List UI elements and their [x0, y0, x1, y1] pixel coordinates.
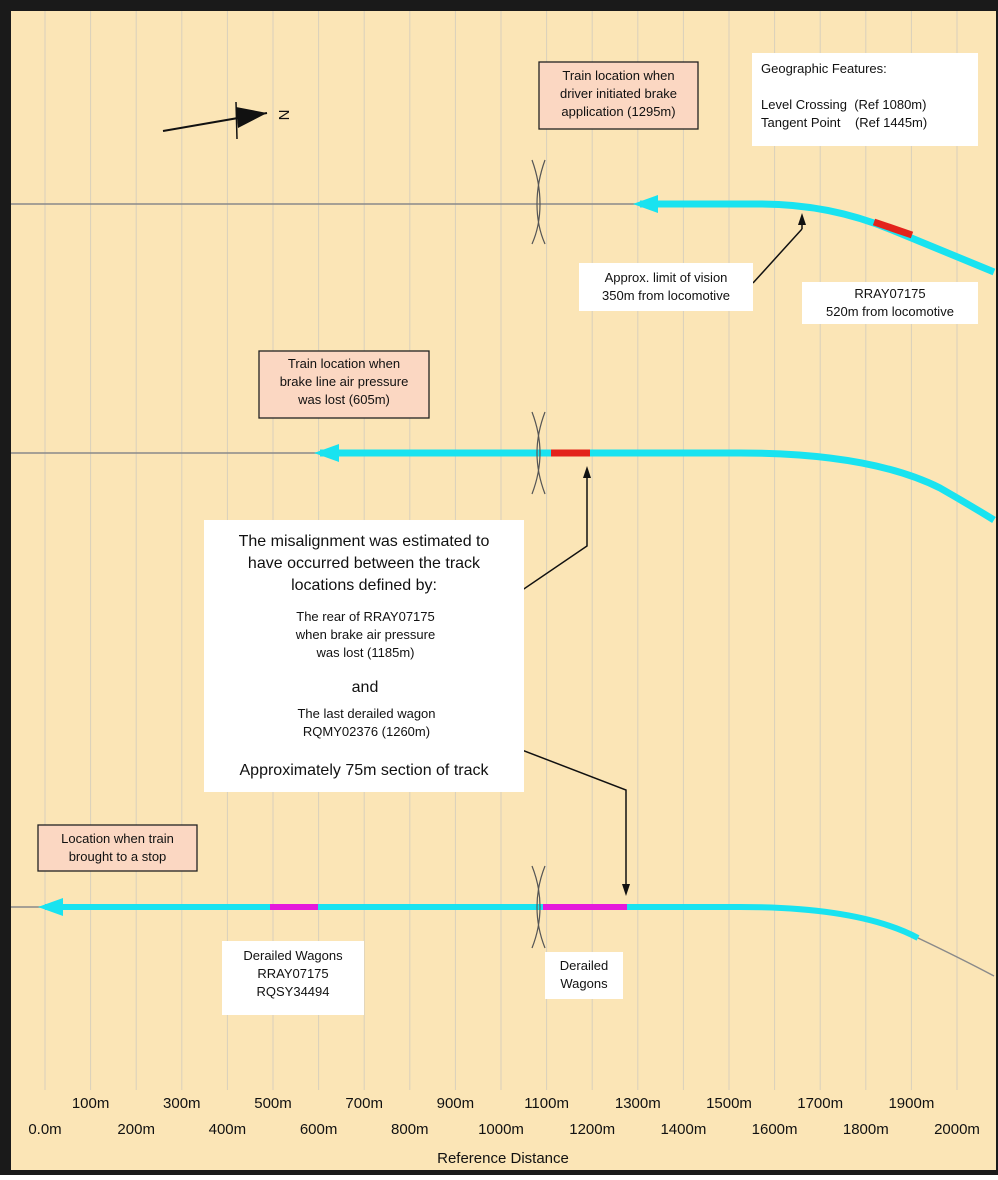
train-head-arrow-top — [633, 195, 658, 213]
derailed-left-label: Derailed Wagons RRAY07175 RQSY34494 — [222, 941, 364, 1015]
vision-limit-leader — [752, 228, 803, 284]
geographic-features-frame — [752, 53, 978, 146]
last-derailed-box — [272, 701, 461, 747]
callout-air-lost-line-3: was lost (605m) — [297, 392, 390, 407]
north-arrow-crossbar — [235, 101, 238, 140]
vision-limit-line-1: Approx. limit of vision — [605, 270, 728, 285]
upper-tick-label: 1100m — [524, 1095, 569, 1112]
level-crossing-bracket-bottom-left — [531, 865, 541, 949]
upper-tick-label: 1300m — [615, 1095, 661, 1112]
rray-top-box — [802, 282, 978, 324]
derailed-right-line-1: Derailed — [560, 958, 608, 973]
callout-air-lost-box — [258, 350, 430, 419]
misalignment-panel: The misalignment was estimated to have o… — [204, 466, 630, 896]
lower-tick-label: 200m — [117, 1121, 155, 1138]
upper-tick-label: 1900m — [888, 1095, 934, 1112]
upper-tick-label: 900m — [437, 1095, 475, 1112]
level-crossing-bracket-top-left — [531, 159, 541, 245]
rray-top-line-1: RRAY07175 — [854, 286, 925, 301]
rear-leader-arrowhead — [583, 466, 591, 478]
level-crossing-bracket-top-right — [536, 159, 546, 245]
callout-stopped-line-1: Location when train — [61, 831, 174, 846]
rray-top-label: RRAY07175 520m from locomotive — [802, 282, 978, 324]
track-bottom — [11, 865, 995, 977]
train-body-bottom — [45, 904, 920, 941]
lower-tick-label: 1200m — [569, 1121, 615, 1138]
upper-tick-label: 100m — [72, 1095, 110, 1112]
wagon-rray07175-top — [872, 218, 914, 239]
vision-limit-box — [579, 263, 753, 311]
callout-brake-initiated-line-2: driver initiated brake — [560, 86, 677, 101]
upper-tick-label: 500m — [254, 1095, 292, 1112]
level-crossing-bracket-middle-right — [536, 411, 546, 495]
track-top — [11, 159, 996, 276]
misalignment-intro-line-1: The misalignment was estimated to — [239, 533, 490, 550]
train-head-arrow-bottom — [38, 898, 63, 916]
callout-brake-initiated-line-3: application (1295m) — [561, 104, 675, 119]
rear-of-rray-box — [270, 604, 461, 669]
vision-limit-arrowhead — [798, 213, 806, 225]
lower-tick-label: 1800m — [843, 1121, 889, 1138]
rear-of-rray-line-2: when brake air pressure — [295, 627, 435, 642]
axis-title: Reference Distance — [437, 1150, 569, 1167]
callout-stopped-box — [37, 824, 198, 872]
lower-tick-label: 0.0m — [28, 1121, 61, 1138]
misalignment-intro-line-3: locations defined by: — [291, 577, 437, 594]
train-head-arrow-middle — [314, 444, 339, 462]
vision-limit-label: Approx. limit of vision 350m from locomo… — [579, 213, 806, 311]
track-middle — [11, 411, 996, 523]
callout-stopped: Location when train brought to a stop — [37, 824, 198, 872]
callout-stopped-line-2: brought to a stop — [69, 849, 167, 864]
derailed-right-box — [545, 952, 623, 999]
geographic-features-title: Geographic Features: — [761, 61, 887, 76]
rear-of-rray-line-1: The rear of RRAY07175 — [296, 609, 435, 624]
callout-brake-initiated-box — [538, 61, 699, 130]
north-arrow-head — [236, 107, 267, 128]
misalignment-intro-line-2: have occurred between the track — [248, 555, 481, 572]
upper-tick-label: 700m — [345, 1095, 383, 1112]
geographic-features-box: Geographic Features: Level Crossing (Ref… — [752, 53, 978, 146]
lower-tick-label: 600m — [300, 1121, 338, 1138]
train-body-middle — [320, 449, 996, 523]
derailed-right-line-2: Wagons — [560, 976, 608, 991]
level-crossing-bracket-middle-left — [531, 411, 541, 495]
lower-tick-label: 800m — [391, 1121, 429, 1138]
derailed-right-label: Derailed Wagons — [545, 952, 623, 999]
upper-tick-label: 300m — [163, 1095, 201, 1112]
derailed-left-line-1: Derailed Wagons — [243, 948, 343, 963]
rear-of-rray-line-3: was lost (1185m) — [315, 645, 414, 660]
callout-air-lost: Train location when brake line air press… — [258, 350, 430, 419]
geographic-level-crossing: Level Crossing (Ref 1080m) — [761, 97, 926, 112]
geographic-tangent-point: Tangent Point (Ref 1445m) — [761, 115, 927, 130]
lower-tick-label: 400m — [209, 1121, 247, 1138]
level-crossing-bracket-bottom-right — [536, 865, 546, 949]
track-line-bottom-right — [917, 937, 995, 977]
callout-air-lost-line-1: Train location when — [288, 356, 400, 371]
lower-tick-label: 1600m — [752, 1121, 798, 1138]
callout-air-lost-line-2: brake line air pressure — [280, 374, 409, 389]
upper-tick-label: 1700m — [797, 1095, 843, 1112]
misalignment-summary: Approximately 75m section of track — [240, 762, 490, 779]
rray-top-line-2: 520m from locomotive — [826, 304, 954, 319]
last-derailed-line-2: RQMY02376 (1260m) — [303, 724, 430, 739]
upper-tick-label: 1500m — [706, 1095, 752, 1112]
callout-brake-initiated-line-1: Train location when — [562, 68, 674, 83]
derailed-left-box — [222, 941, 364, 1015]
derailed-left-line-2: RRAY07175 — [257, 966, 328, 981]
last-derailed-line-1: The last derailed wagon — [297, 706, 435, 721]
last-wagon-leader-arrowhead — [622, 884, 630, 896]
lower-tick-label: 1000m — [478, 1121, 524, 1138]
vision-limit-line-2: 350m from locomotive — [602, 288, 730, 303]
misalignment-and: and — [352, 679, 379, 696]
lower-tick-label: 2000m — [934, 1121, 980, 1138]
north-label: N — [276, 110, 293, 121]
derailed-left-line-3: RQSY34494 — [257, 984, 330, 999]
lower-tick-label: 1400m — [660, 1121, 706, 1138]
reference-distance-axis: 100m 300m 500m 700m 900m 1100m 1300m 1500m 1700m… — [28, 1095, 980, 1138]
north-arrow: N — [162, 101, 293, 140]
callout-brake-initiated: Train location when driver initiated bra… — [538, 61, 699, 130]
